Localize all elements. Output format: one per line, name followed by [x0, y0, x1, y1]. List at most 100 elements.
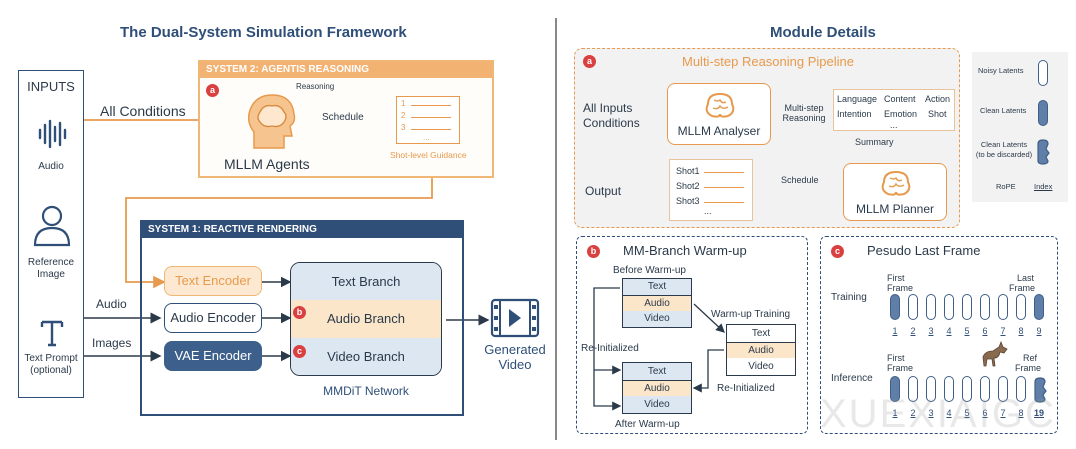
infer-idx-1: 1 [892, 408, 898, 418]
train-idx-1: 1 [892, 326, 898, 336]
infer-idx-7: 7 [1000, 408, 1006, 418]
train-idx-6: 6 [982, 326, 988, 336]
pipeline-title: Multi-step Reasoning Pipeline [682, 54, 854, 69]
all-conditions-label: All Conditions [100, 103, 186, 119]
training-stack: Text Audio Video [726, 324, 796, 376]
warmup-training-label: Warm-up Training [711, 309, 791, 320]
grid-content: Content [884, 94, 916, 104]
generated-line-1: Generated [484, 342, 546, 357]
train-latent-2 [908, 294, 918, 320]
badge-b: b [293, 306, 306, 319]
audio-waveform-icon [38, 119, 67, 149]
pipeline-inputs-1: All Inputs [583, 101, 633, 115]
text-prompt-line-2: (optional) [30, 365, 72, 376]
infer-latent-8 [1016, 376, 1026, 402]
infer-latent-5 [962, 376, 972, 402]
list-item-more: ... [423, 133, 430, 142]
before-video-row: Video [623, 311, 691, 327]
shot-2: Shot2 [676, 181, 700, 191]
legend-discarded-1: Clean Latents [980, 140, 1028, 149]
train-latent-6 [980, 294, 990, 320]
training-row-label: Training [831, 292, 867, 303]
grid-emotion: Emotion [884, 109, 918, 119]
training-text-row: Text [727, 325, 795, 342]
infer-idx-5: 5 [964, 408, 970, 418]
video-branch: Video Branch [291, 338, 441, 375]
infer-ref-1: Ref [1023, 353, 1038, 363]
train-idx-4: 4 [946, 326, 952, 336]
reasoning-grid: Language Content Action Intention Emotio… [833, 89, 955, 131]
summary-label: Summary [855, 137, 894, 147]
after-warmup-label: After Warm-up [615, 419, 680, 430]
pseudo-badge-c: c [831, 245, 844, 258]
train-idx-5: 5 [964, 326, 970, 336]
watermark: XUEXIAIGC [820, 392, 1056, 436]
text-branch: Text Branch [291, 263, 441, 301]
train-latent-3 [926, 294, 936, 320]
train-idx-7: 7 [1000, 326, 1006, 336]
pipeline-schedule-label: Schedule [781, 175, 819, 185]
train-idx-3: 3 [928, 326, 934, 336]
shot-list-doc: 1 2 3 ... [396, 96, 460, 144]
infer-idx-2: 2 [910, 408, 916, 418]
inputs-panel: INPUTS Audio Reference Image Text Prompt… [18, 70, 84, 398]
shot-guidance-label: Shot-level Guidance [390, 150, 467, 160]
train-idx-9: 9 [1036, 326, 1042, 336]
system1-title: SYSTEM 1: REACTIVE RENDERING [148, 224, 317, 235]
infer-latent-7 [998, 376, 1008, 402]
brain-head-icon [247, 94, 296, 149]
shot-3: Shot3 [676, 196, 700, 206]
mmdit-label: MMDiT Network [323, 384, 409, 398]
before-text-row: Text [623, 279, 691, 295]
infer-latent-6 [980, 376, 990, 402]
mllm-analyser-box: MLLM Analyser [667, 83, 771, 145]
latents-legend: Noisy Latents Clean Latents Clean Latent… [972, 52, 1068, 202]
infer-first-1: First [887, 353, 905, 363]
train-first-1: First [887, 273, 905, 283]
grid-action: Action [925, 94, 951, 104]
infer-first-2: Frame [887, 363, 914, 373]
text-t-icon [40, 320, 64, 347]
reasoning-small-label: Reasoning [296, 82, 335, 91]
infer-ref-2: Frame [1015, 363, 1042, 373]
infer-latent-2 [908, 376, 918, 402]
mllm-planner-label: MLLM Planner [855, 202, 935, 216]
infer-latent-4 [944, 376, 954, 402]
train-latent-1 [890, 294, 900, 320]
grid-more: ... [890, 120, 898, 130]
mllm-planner-box: MLLM Planner [843, 163, 947, 221]
train-last-2: Frame [1009, 283, 1036, 293]
train-last-1: Last [1017, 273, 1035, 283]
train-latent-9 [1034, 294, 1044, 320]
infer-idx-6: 6 [982, 408, 988, 418]
infer-idx-19: 19 [1033, 408, 1044, 418]
legend-noisy: Noisy Latents [978, 66, 1024, 75]
after-stack: Text Audio Video [622, 362, 692, 414]
discarded-latent-icon [1037, 139, 1050, 165]
infer-idx-3: 3 [928, 408, 934, 418]
list-item-3: 3 [401, 123, 406, 132]
train-latent-4 [944, 294, 954, 320]
system2-title: SYSTEM 2: AGENTIS REASONING [206, 64, 369, 75]
badge-c: c [293, 345, 306, 358]
pipeline-inputs-2: Conditions [583, 116, 640, 130]
audio-encoder-box: Audio Encoder [164, 303, 262, 333]
video-film-icon [490, 298, 540, 338]
inference-row-label: Inference [831, 373, 873, 384]
grid-intention: Intention [837, 109, 872, 119]
train-latent-8 [1016, 294, 1026, 320]
system1-panel: SYSTEM 1: REACTIVE RENDERING [140, 220, 464, 416]
list-item-1: 1 [401, 99, 406, 108]
after-text-row: Text [623, 363, 691, 380]
pipeline-output-label: Output [585, 184, 622, 198]
reinit-right-label: Re-Initialized [717, 383, 775, 394]
train-latent-7 [998, 294, 1008, 320]
generated-line-2: Video [498, 357, 532, 372]
shot-1: Shot1 [676, 166, 700, 176]
inputs-title: INPUTS [27, 79, 75, 94]
warmup-badge-b: b [587, 245, 600, 258]
system2-header [200, 62, 492, 78]
before-warmup-label: Before Warm-up [613, 265, 686, 276]
reasoning-line-1: Multi-step [784, 103, 824, 113]
mllm-analyser-label: MLLM Analyser [677, 124, 761, 138]
